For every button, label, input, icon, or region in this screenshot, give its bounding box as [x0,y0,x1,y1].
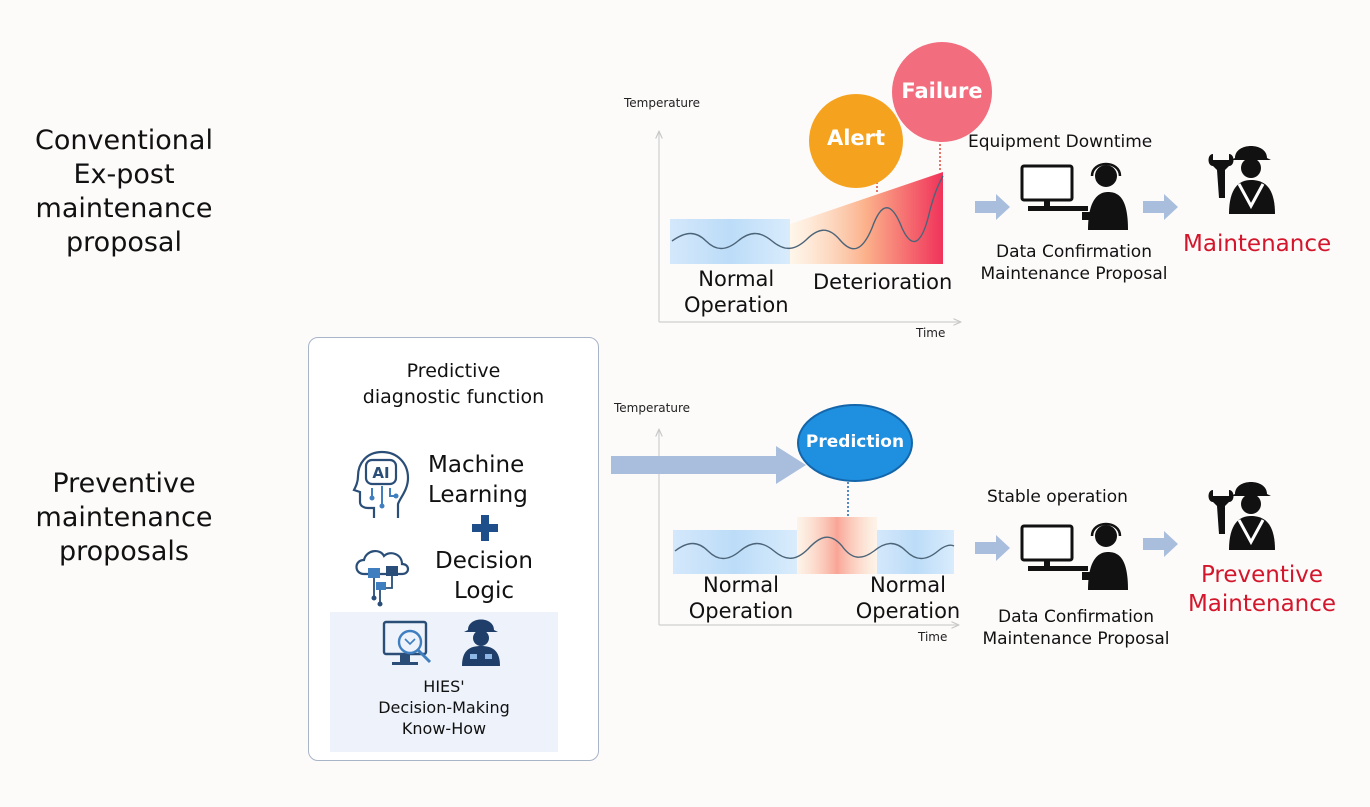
flow-arrow [1143,531,1178,557]
monitor-search-icon [382,620,432,665]
operator-computer-icon [1020,162,1128,230]
alert-bubble [809,94,903,188]
conventional-chart [659,42,992,322]
deterioration-band [790,172,943,264]
downtime-label: Equipment Downtime [968,132,1153,152]
maintenance-worker-icon [1208,146,1275,214]
ai-head-icon: AI [352,450,410,518]
normal-band [670,219,790,264]
flow-arrow [975,194,1010,220]
data-confirmation-label: Data Confirmation Maintenance Proposal [980,242,1168,284]
plus-icon [472,515,498,541]
flow-arrow [975,535,1010,561]
stable-operation-label: Stable operation [987,487,1128,507]
x-axis-label: Time [916,326,946,340]
maintenance-worker-icon [1208,482,1275,550]
preventive-chart [659,404,958,625]
data-confirmation-label: Data Confirmation Maintenance Proposal [982,607,1170,649]
normal-band-2 [877,530,954,574]
phase-normal-label: Normal Operation [684,267,789,317]
failure-bubble [892,42,992,142]
knowhow-box [330,612,558,752]
operator-computer-icon [1020,522,1128,590]
preventive-title: Preventive maintenance proposals [35,468,213,567]
decision-logic-label: Decision Logic [435,548,533,604]
phase-normal-label: Normal Operation [688,573,794,623]
svg-text:AI: AI [372,464,389,482]
conventional-title: Conventional Ex-post maintenance proposa… [35,125,213,258]
panel-to-chart-arrow [611,446,806,484]
prediction-band [797,517,877,574]
temperature-wave [674,536,955,560]
failure-label: Failure [901,79,983,103]
flow-arrow [1143,194,1178,220]
machine-learning-label: Machine Learning [428,452,528,508]
cloud-network-icon [355,550,410,607]
y-axis-label: Temperature [614,401,691,415]
knowhow-label: HIES' Decision-Making Know-How [378,677,510,738]
y-axis-label: Temperature [624,96,701,110]
prediction-label: Prediction [805,432,905,452]
maintenance-result: Maintenance [1183,231,1332,257]
panel-title: Predictive diagnostic function [362,360,545,408]
phase-deterioration-label: Deterioration [813,270,953,294]
worker-icon [462,619,500,666]
normal-band-1 [673,530,797,574]
temperature-wave [671,175,944,250]
alert-label: Alert [826,126,886,150]
phase-normal-label: Normal Operation [855,573,961,623]
prediction-bubble [797,404,913,482]
preventive-maintenance-result: Preventive Maintenance [1187,562,1337,617]
x-axis-label: Time [918,630,948,644]
